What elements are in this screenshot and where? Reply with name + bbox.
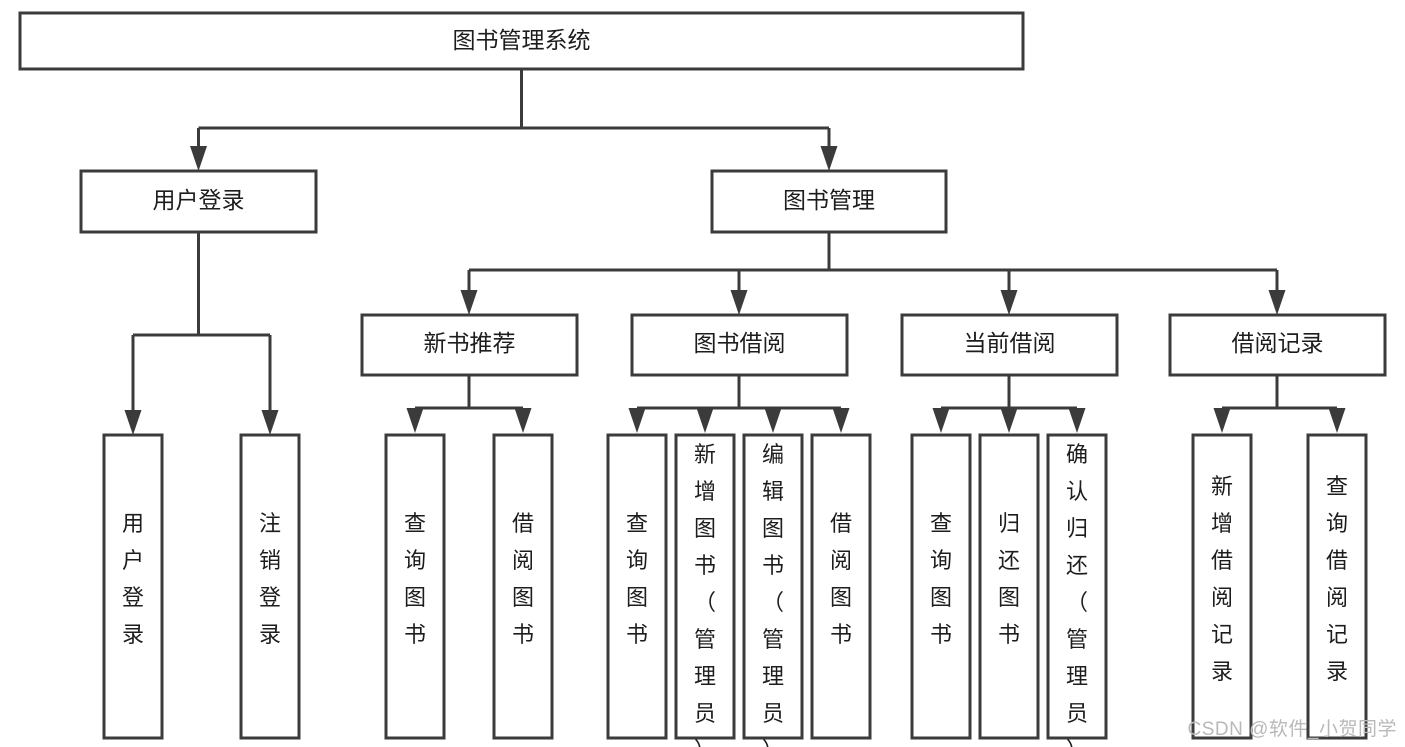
node-user-login[interactable]: 用户登录 (79, 169, 318, 234)
node-leaf-borrow-book-1-box[interactable] (492, 433, 554, 740)
arrow-to-leaf-user-login (124, 410, 142, 435)
node-leaf-return-book-label: 归还图书 (998, 511, 1020, 647)
node-leaf-confirm-return-box[interactable] (1046, 433, 1108, 740)
arrow-to-leaf-return-book (1000, 408, 1018, 433)
node-leaf-edit-book-label: 编辑图书（管理员） (762, 442, 784, 747)
node-leaf-query-book-3[interactable]: 查询图书 (910, 433, 972, 740)
node-leaf-edit-book[interactable]: 编辑图书（管理员） (742, 433, 804, 747)
node-book-borrow-label: 图书借阅 (694, 330, 786, 356)
arrow-to-leaf-logout (261, 410, 279, 435)
node-borrow-record-label: 借阅记录 (1232, 330, 1324, 356)
node-leaf-add-record-label: 新增借阅记录 (1211, 474, 1233, 684)
node-leaf-add-record[interactable]: 新增借阅记录 (1191, 433, 1253, 740)
node-leaf-user-login-label: 用户登录 (122, 511, 144, 647)
node-leaf-add-record-box[interactable] (1191, 433, 1253, 740)
arrow-to-borrow-record (1268, 290, 1286, 315)
node-book-borrow[interactable]: 图书借阅 (630, 313, 849, 377)
node-leaf-logout-box[interactable] (239, 433, 301, 740)
node-leaf-confirm-return-label: 确认归还（管理员） (1066, 442, 1088, 747)
arrow-to-leaf-add-book (696, 408, 714, 433)
node-book-manage-label: 图书管理 (783, 187, 875, 213)
node-leaf-query-book-3-box[interactable] (910, 433, 972, 740)
node-leaf-query-book-3-label: 查询图书 (930, 511, 952, 647)
arrow-to-leaf-edit-book (764, 408, 782, 433)
node-book-manage-box[interactable] (710, 169, 948, 234)
node-leaf-query-book-2[interactable]: 查询图书 (606, 433, 668, 740)
arrow-root-to-book-manage (820, 146, 838, 171)
node-root-label: 图书管理系统 (453, 27, 591, 53)
connector-layer (124, 69, 1346, 435)
node-current-borrow-label: 当前借阅 (964, 330, 1056, 356)
arrow-to-leaf-query-book-2 (628, 408, 646, 433)
node-leaf-query-record-box[interactable] (1306, 433, 1368, 740)
node-book-borrow-box[interactable] (630, 313, 849, 377)
node-new-book-rec-box[interactable] (360, 313, 579, 377)
node-leaf-borrow-book-1[interactable]: 借阅图书 (492, 433, 554, 740)
node-new-book-rec[interactable]: 新书推荐 (360, 313, 579, 377)
node-leaf-query-book-2-label: 查询图书 (626, 511, 648, 647)
node-borrow-record-box[interactable] (1168, 313, 1387, 377)
node-leaf-borrow-book-2-label: 借阅图书 (830, 511, 852, 647)
node-new-book-rec-label: 新书推荐 (424, 330, 516, 356)
node-leaf-edit-book-box[interactable] (742, 433, 804, 740)
node-leaf-borrow-book-2[interactable]: 借阅图书 (810, 433, 872, 740)
node-leaf-user-login-box[interactable] (102, 433, 164, 740)
node-leaf-borrow-book-2-box[interactable] (810, 433, 872, 740)
arrow-to-book-borrow (730, 290, 748, 315)
node-user-login-box[interactable] (79, 169, 318, 234)
node-leaf-add-book-label: 新增图书（管理员） (694, 442, 716, 747)
arrow-to-leaf-query-book-1 (406, 408, 424, 433)
node-user-login-label: 用户登录 (153, 187, 245, 213)
node-leaf-query-book-2-box[interactable] (606, 433, 668, 740)
node-leaf-add-book-box[interactable] (674, 433, 736, 740)
node-leaf-logout[interactable]: 注销登录 (239, 433, 301, 740)
arrow-to-leaf-add-record (1213, 408, 1231, 433)
node-leaf-query-book-1-box[interactable] (384, 433, 446, 740)
arrow-to-leaf-query-record (1328, 408, 1346, 433)
node-leaf-user-login[interactable]: 用户登录 (102, 433, 164, 740)
arrow-to-leaf-query-book-3 (932, 408, 950, 433)
node-root-box[interactable] (18, 11, 1025, 71)
arrow-to-leaf-borrow-book-2 (832, 408, 850, 433)
node-leaf-query-book-1[interactable]: 查询图书 (384, 433, 446, 740)
node-leaf-return-book-box[interactable] (978, 433, 1040, 740)
node-leaf-confirm-return[interactable]: 确认归还（管理员） (1046, 433, 1108, 747)
arrow-to-new-book-rec (460, 290, 478, 315)
arrow-root-to-user-login (190, 146, 207, 171)
node-leaf-add-book[interactable]: 新增图书（管理员） (674, 433, 736, 747)
node-book-manage[interactable]: 图书管理 (710, 169, 948, 234)
arrow-to-leaf-confirm-return (1068, 408, 1086, 433)
node-borrow-record[interactable]: 借阅记录 (1168, 313, 1387, 377)
node-leaf-query-record[interactable]: 查询借阅记录 (1306, 433, 1368, 740)
node-leaf-logout-label: 注销登录 (259, 511, 281, 647)
node-leaf-return-book[interactable]: 归还图书 (978, 433, 1040, 740)
node-leaf-query-record-label: 查询借阅记录 (1326, 474, 1348, 684)
node-root[interactable]: 图书管理系统 (18, 11, 1025, 71)
node-leaf-query-book-1-label: 查询图书 (404, 511, 426, 647)
arrow-to-leaf-borrow-book-1 (514, 408, 532, 433)
node-leaf-borrow-book-1-label: 借阅图书 (512, 511, 534, 647)
arrow-to-current-borrow (1000, 290, 1018, 315)
node-current-borrow-box[interactable] (900, 313, 1119, 377)
node-current-borrow[interactable]: 当前借阅 (900, 313, 1119, 377)
